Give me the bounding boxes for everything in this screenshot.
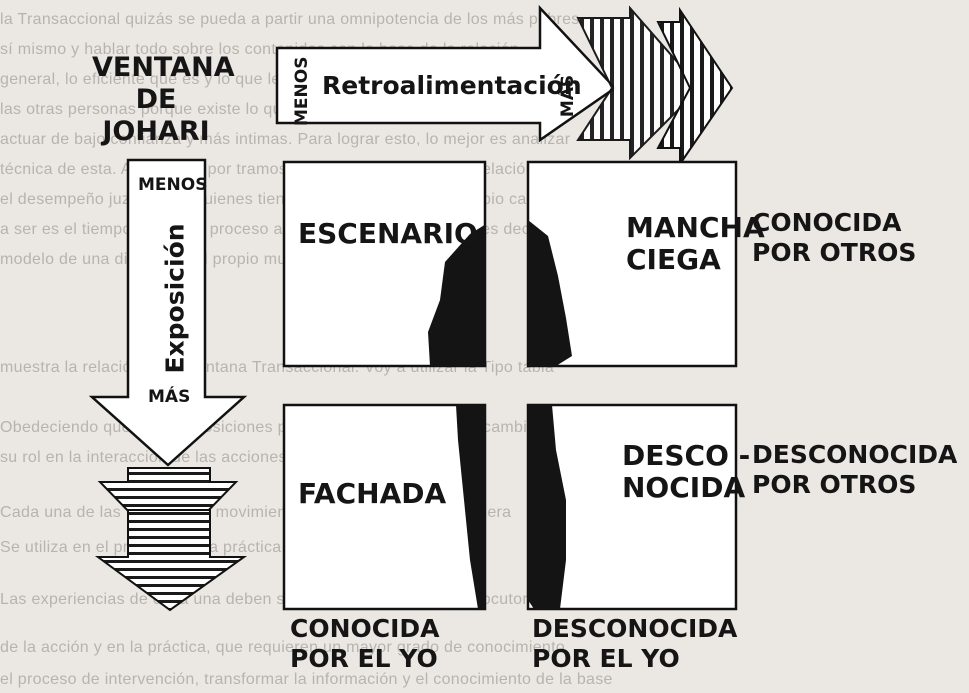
exposure-less-label: MENOS (138, 175, 208, 195)
unknown-by-others-line: POR OTROS (752, 470, 917, 499)
feedback-arrow (275, 4, 734, 168)
quadrant-blind-spot-line: MANCHA (626, 211, 765, 244)
unknown-by-others-line: DESCONOCIDA (752, 440, 958, 469)
exposure-arrow (88, 158, 248, 612)
quadrant-unknown-line: DESCO - (622, 439, 751, 472)
title-line: DE (135, 83, 177, 115)
unknown-by-self-line: POR EL YO (532, 644, 680, 673)
feedback-more-label: MÁS (558, 74, 578, 118)
known-by-others-line: CONOCIDA (752, 208, 902, 237)
exposure-label: Exposición (160, 223, 190, 374)
bleed-line: actuar de bajo confianza y más intimas. … (0, 131, 571, 148)
person-silhouette (428, 220, 572, 609)
known-by-self-label: CONOCIDA POR EL YO (290, 614, 440, 674)
quadrant-facade-label: FACHADA (298, 477, 447, 510)
unknown-by-self-label: DESCONOCIDA POR EL YO (532, 614, 737, 674)
quadrant-bottom-left-frame (282, 403, 487, 611)
quadrant-blind-spot-label: MANCHA CIEGA (626, 211, 765, 277)
diagram-title: VENTANA DE JOHARI (92, 52, 235, 148)
feedback-label: Retroalimentación (322, 71, 582, 100)
quadrant-frames (282, 160, 738, 611)
bleed-line: de la acción y en la práctica, que requi… (0, 639, 566, 656)
known-by-others-label: CONOCIDA POR OTROS (752, 208, 916, 268)
bleed-line: la Transaccional quizás se pueda a parti… (0, 11, 580, 28)
unknown-by-self-line: DESCONOCIDA (532, 614, 738, 643)
known-by-self-line: POR EL YO (290, 644, 438, 673)
title-line: JOHARI (102, 115, 210, 147)
unknown-by-others-label: DESCONOCIDA POR OTROS (752, 440, 957, 500)
exposure-more-label: MÁS (148, 387, 191, 407)
quadrant-unknown-label: DESCO - NOCIDA (622, 439, 751, 505)
quadrant-arena-label: ESCENARIO (298, 217, 478, 250)
known-by-others-line: POR OTROS (752, 238, 917, 267)
quadrant-unknown-line: NOCIDA (622, 471, 746, 505)
quadrant-blind-spot-line: CIEGA (626, 243, 721, 277)
title-line: VENTANA (92, 52, 235, 83)
feedback-less-label: MENOS (292, 56, 312, 126)
known-by-self-line: CONOCIDA (290, 614, 440, 643)
bleed-line: el proceso de intervención, transformar … (0, 671, 613, 688)
